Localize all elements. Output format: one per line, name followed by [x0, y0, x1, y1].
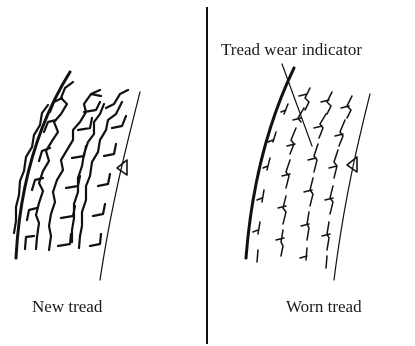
worn-tread-column-2 [276, 88, 310, 256]
worn-tread-groove [334, 94, 370, 280]
worn-tread-illustration [246, 64, 370, 280]
new-tread-column-1 [14, 82, 73, 249]
new-tread-column-2 [49, 90, 104, 250]
tread-wear-indicator-label: Tread wear indicator [221, 40, 362, 60]
new-tread-illustration [14, 72, 140, 280]
worn-tread-column-4 [322, 96, 352, 268]
worn-tread-label: Worn tread [286, 297, 362, 317]
worn-tire-edge [246, 68, 294, 258]
new-tread-groove [100, 92, 140, 280]
new-tread-label: New tread [32, 297, 102, 317]
